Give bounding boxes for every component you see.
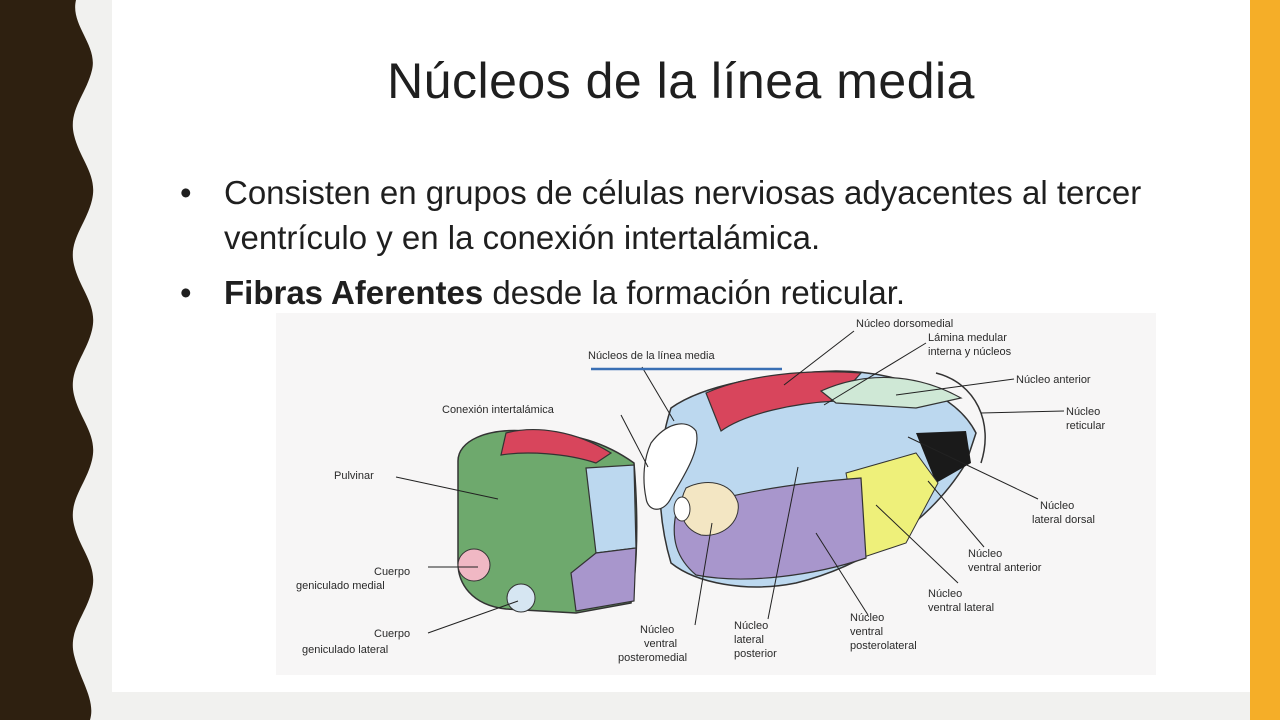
label-va-2: ventral anterior [968,562,1042,574]
bullet-item: • Consisten en grupos de células nervios… [180,170,1220,260]
label-lp-2: lateral [734,634,764,646]
label-vpl-3: posterolateral [850,640,917,652]
bullet-bold-text: Fibras Aferentes [224,274,484,311]
thalamus-diagram: Núcleo dorsomedial Lámina medular intern… [276,313,1156,675]
label-lat-dorsal-2: lateral dorsal [1032,514,1095,526]
accent-bar [1250,0,1280,720]
label-dorsomedial: Núcleo dorsomedial [856,318,953,330]
label-vl-1: Núcleo [928,588,962,600]
bullet-text: Consisten en grupos de células nerviosas… [224,174,1142,256]
label-lp-3: posterior [734,648,777,660]
label-linea-media: Núcleos de la línea media [588,350,715,362]
label-anterior: Núcleo anterior [1016,374,1091,386]
bullet-text: desde la formación reticular. [483,274,906,311]
label-reticular-2: reticular [1066,420,1105,432]
leader-lines [395,330,1065,634]
main-thalamus [643,370,986,588]
diagram-labels: Núcleo dorsomedial Lámina medular intern… [296,318,1105,664]
label-lamina-2: interna y núcleos [928,346,1012,358]
bullet-item: • Fibras Aferentes desde la formación re… [180,270,1220,315]
label-cgm-2: geniculado medial [296,580,385,592]
bullet-dot: • [180,174,192,211]
label-lamina-1: Lámina medular [928,332,1007,344]
label-lp-1: Núcleo [734,620,768,632]
label-va-1: Núcleo [968,548,1002,560]
label-cgm-1: Cuerpo [374,566,410,578]
posterior-section [457,429,638,614]
label-vpl-2: ventral [850,626,883,638]
bullet-dot: • [180,274,192,311]
label-vl-2: ventral lateral [928,602,994,614]
slide-title: Núcleos de la línea media [387,53,975,109]
label-cgl-1: Cuerpo [374,628,410,640]
label-intertalamica: Conexión intertalámica [442,404,555,416]
label-vpm-2: ventral [644,638,677,650]
label-reticular-1: Núcleo [1066,406,1100,418]
label-lat-dorsal-1: Núcleo [1040,500,1074,512]
label-pulvinar: Pulvinar [334,470,374,482]
label-vpm-1: Núcleo [640,624,674,636]
label-cgl-2: geniculado lateral [302,644,388,656]
label-vpl-1: Núcleo [850,612,884,624]
label-vpm-3: posteromedial [618,652,687,664]
bullet-list: • Consisten en grupos de células nervios… [180,170,1220,325]
left-wavy-band [0,0,94,720]
